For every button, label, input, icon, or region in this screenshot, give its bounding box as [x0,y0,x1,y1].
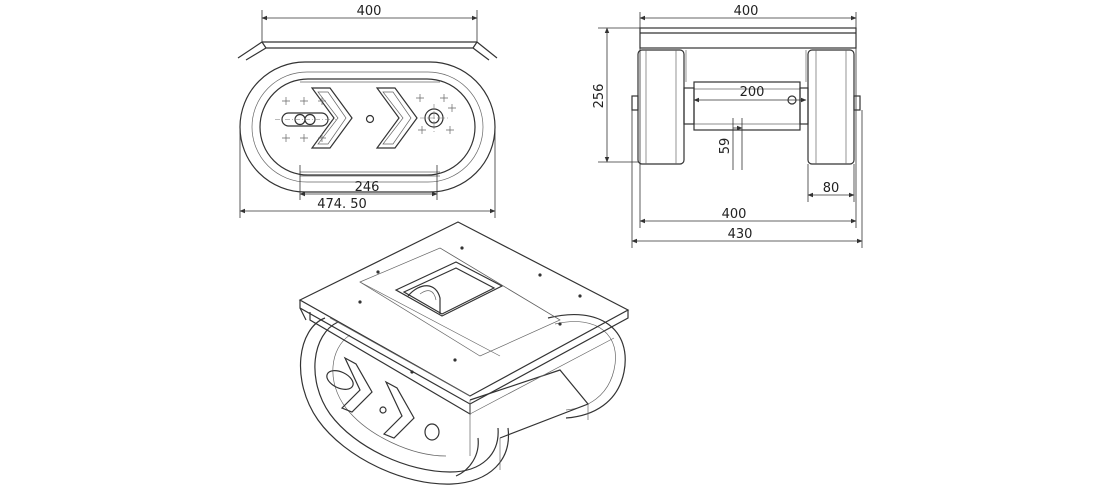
side-view-top-dimension: 400 [639,4,857,28]
top-view-width-dimension: 400 [261,4,478,42]
isometric-view [298,221,630,485]
iso-top-plate [298,221,630,416]
side-view-base-dimension: 400 [639,48,857,228]
dim-side-overall-width: 430 [728,227,753,242]
iso-bolt-holes [358,246,582,374]
side-view-drum-dimension: 200 [693,85,807,103]
dim-inner-width: 246 [355,180,380,195]
iso-front-track [299,317,510,485]
left-slot [275,112,336,127]
dim-top-view-width: 400 [357,4,382,19]
dim-outer-length: 474. 50 [317,197,367,212]
iso-phantom-lines [329,247,561,456]
dim-track-width: 80 [823,181,840,196]
chevron-left [310,87,353,149]
track-oval [239,61,496,193]
dim-axle-offset: 59 [718,138,733,155]
right-track [807,49,861,165]
iso-body [469,369,589,470]
dim-drum-width: 200 [740,85,765,100]
side-top-plate [639,27,857,49]
top-view-length-dimension: 474. 50 [239,130,496,218]
top-view-inner-dimension: 246 [299,165,438,200]
dim-side-base-width: 400 [722,207,747,222]
left-track [631,49,685,165]
chevron-right [375,87,418,149]
side-view-track-dimension: 80 [807,164,855,202]
dim-side-height: 256 [592,84,607,109]
side-view-axle-dimension: 59 [718,118,743,170]
side-view-height-dimension: 256 [592,27,640,163]
side-view: 400 [592,4,863,248]
side-view-overall-dimension: 430 [631,110,863,248]
bolt-marks [282,94,456,142]
top-view: 400 [237,4,498,218]
iso-chevrons [326,356,440,441]
top-plate [237,41,498,61]
center-drum [683,50,809,131]
right-hub [420,104,448,132]
iso-plate-opening [394,261,504,317]
center-hole [365,114,375,124]
dim-side-top-width: 400 [734,4,759,19]
